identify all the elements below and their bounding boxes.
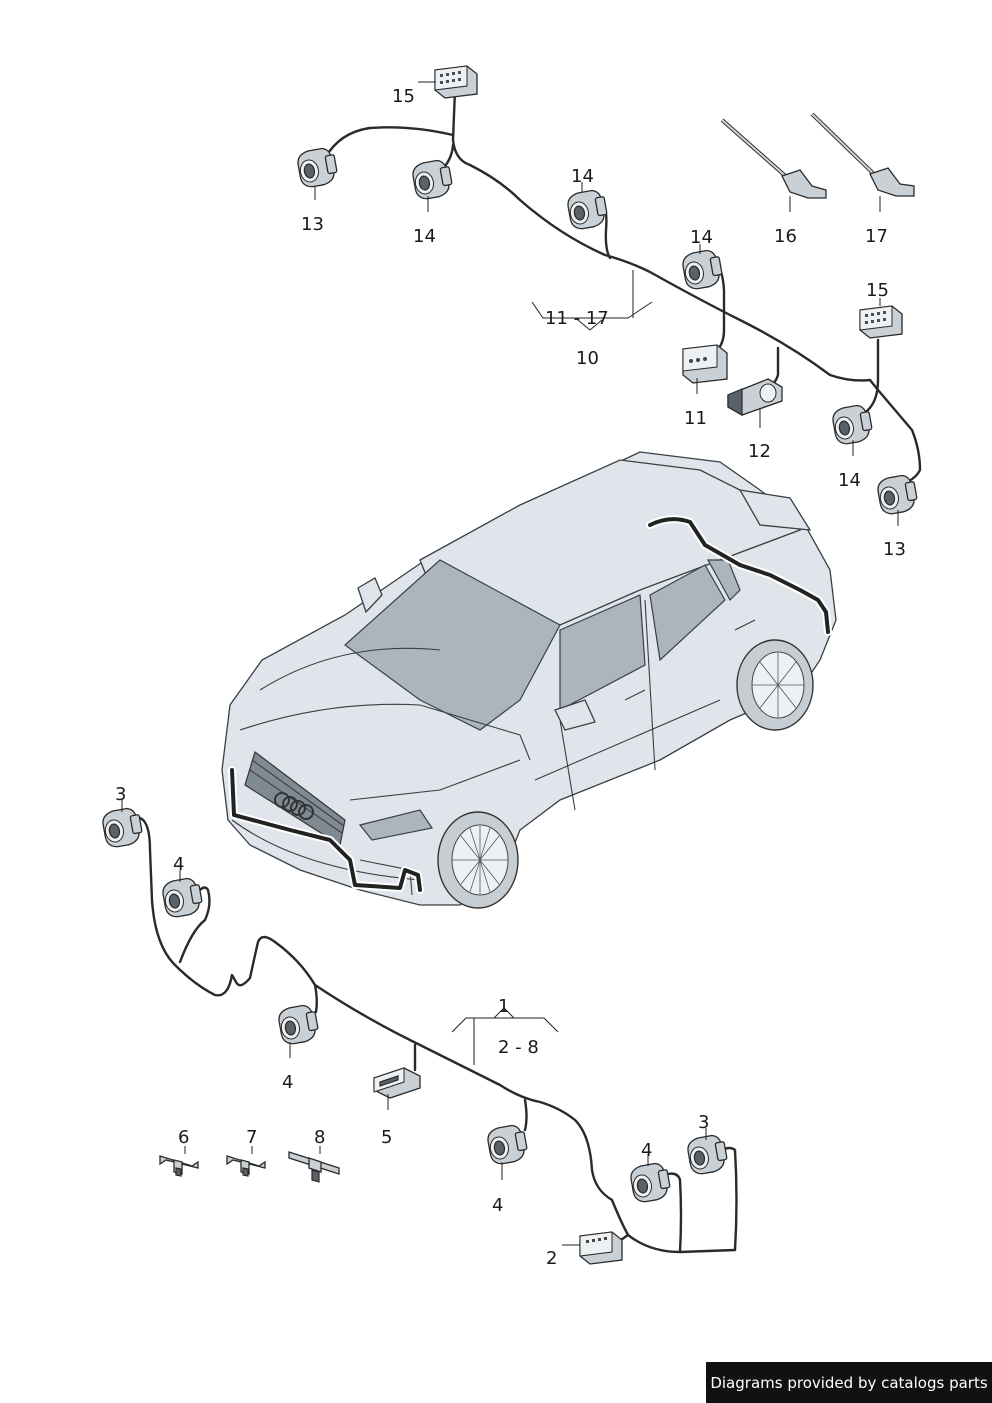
round-connector-4-left bbox=[160, 875, 205, 920]
round-connector-3-right bbox=[685, 1132, 730, 1177]
clip-8 bbox=[288, 1151, 340, 1183]
connector-5-housing bbox=[373, 1067, 421, 1099]
multi-pin-connector-right bbox=[859, 305, 903, 339]
label-3-left: 3 bbox=[115, 784, 126, 805]
round-connector-4-right bbox=[628, 1160, 673, 1205]
label-11-17: 11 - 17 bbox=[545, 308, 609, 329]
catalog-credit-banner: Diagrams provided by catalogs parts bbox=[706, 1362, 992, 1403]
label-6: 6 bbox=[178, 1127, 189, 1148]
front-harness-assembly bbox=[100, 805, 738, 1265]
round-connector-14-top bbox=[410, 157, 455, 202]
connector-12-plug bbox=[727, 378, 783, 417]
cable-tie-16 bbox=[720, 118, 827, 199]
label-4-right: 4 bbox=[641, 1140, 652, 1161]
label-17: 17 bbox=[865, 226, 888, 247]
round-connector-4-mid bbox=[276, 1002, 321, 1047]
round-connector-14-mid bbox=[565, 187, 610, 232]
label-14-mid: 14 bbox=[571, 166, 594, 187]
label-14-lower: 14 bbox=[838, 470, 861, 491]
label-16: 16 bbox=[774, 226, 797, 247]
round-connector-3-left bbox=[100, 805, 145, 850]
label-12: 12 bbox=[748, 441, 771, 462]
multi-pin-connector-top bbox=[434, 65, 478, 99]
catalog-credit-text: Diagrams provided by catalogs parts bbox=[710, 1373, 988, 1392]
label-13-top: 13 bbox=[301, 214, 324, 235]
label-11: 11 bbox=[684, 408, 707, 429]
label-10: 10 bbox=[576, 348, 599, 369]
label-5: 5 bbox=[381, 1127, 392, 1148]
round-connector-13-top bbox=[295, 145, 340, 190]
round-connector-14-right bbox=[680, 247, 725, 292]
label-3-right: 3 bbox=[698, 1112, 709, 1133]
label-15-right: 15 bbox=[866, 280, 889, 301]
round-connector-4-lower bbox=[485, 1122, 530, 1167]
connector-2-housing bbox=[579, 1231, 623, 1265]
label-15-top: 15 bbox=[392, 86, 415, 107]
part-labels: 15 13 14 14 14 16 17 15 11 - 17 10 11 12… bbox=[115, 86, 906, 1269]
brand-rings-icon bbox=[274, 792, 314, 820]
label-4-left: 4 bbox=[173, 854, 184, 875]
label-14-right: 14 bbox=[690, 227, 713, 248]
label-2-8: 2 - 8 bbox=[498, 1037, 539, 1058]
label-1: 1 bbox=[498, 996, 509, 1017]
label-7: 7 bbox=[246, 1127, 257, 1148]
cable-tie-17 bbox=[810, 112, 915, 197]
clip-7 bbox=[226, 1155, 266, 1177]
clip-6 bbox=[159, 1155, 199, 1177]
label-4-mid: 4 bbox=[282, 1072, 293, 1093]
label-13-lower: 13 bbox=[883, 539, 906, 560]
rear-harness-assembly bbox=[295, 65, 922, 517]
car-illustration bbox=[221, 451, 837, 909]
label-2: 2 bbox=[546, 1248, 557, 1269]
label-14-top: 14 bbox=[413, 226, 436, 247]
leader-lines bbox=[121, 81, 899, 1246]
connector-11-housing bbox=[682, 344, 728, 384]
label-4-lower: 4 bbox=[492, 1195, 503, 1216]
label-8: 8 bbox=[314, 1127, 325, 1148]
